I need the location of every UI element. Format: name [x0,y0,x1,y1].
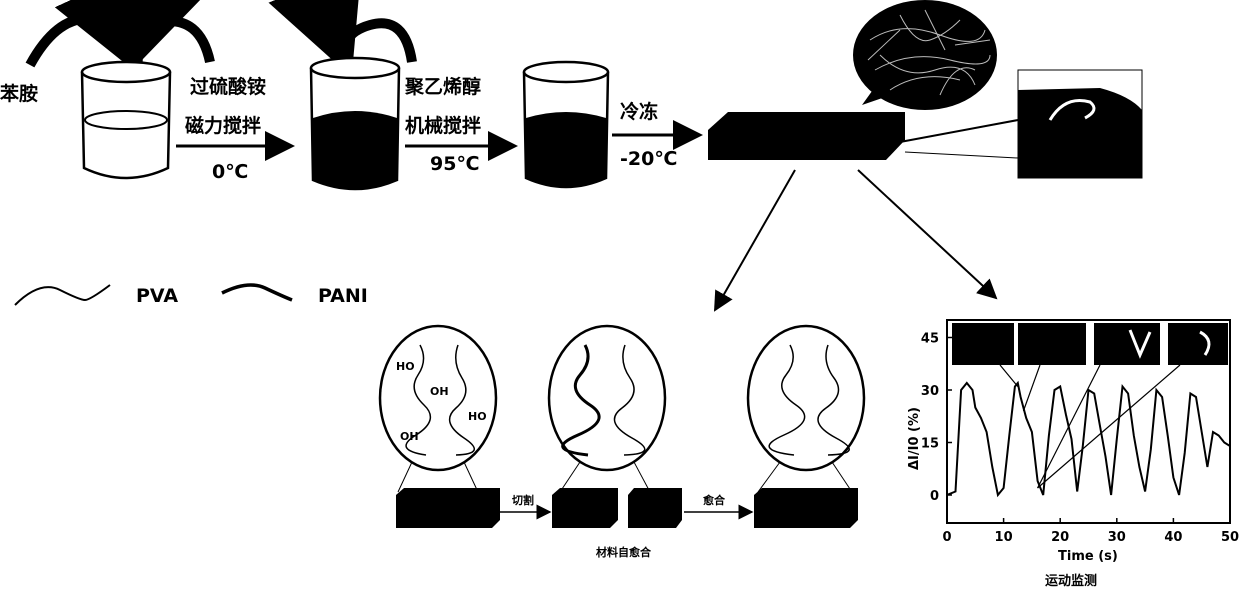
beaker-pani-dark [311,58,399,189]
hydrogel-block [708,112,905,160]
x-tick-label: 50 [1221,530,1239,545]
hydroxyl-label: HO [396,360,415,373]
block-cut-right [628,488,682,528]
hydroxyl-label: OH [430,385,449,398]
label-aniline: 苯胺 [0,82,38,105]
inset-photo-2 [1018,323,1086,365]
chart-x-axis-title: Time (s) [1058,549,1118,564]
y-tick-label: 45 [921,332,939,347]
block-cut-left [552,488,618,528]
y-tick-label: 0 [930,489,939,504]
motion-chart: 0 10 20 30 40 50 0 15 30 45 Time (s) ΔI/I0 (%) 运动… [907,320,1239,589]
arrow-to-motion-monitoring [858,170,996,298]
inset-photo-3 [1094,323,1160,365]
label-heal: 愈合 [703,493,726,507]
pani-legend-line [222,285,292,300]
label-polyvinyl-alcohol: 聚乙烯醇 [404,75,481,98]
photo-connector-line-2 [905,152,1018,158]
label-freezing: 冷冻 [620,100,658,123]
hydrogel-photo [1018,70,1142,178]
y-tick-label: 15 [921,437,939,452]
x-tick-label: 20 [1051,530,1069,545]
arrow-to-self-healing [715,170,795,310]
legend-pani-label: PANI [318,285,368,307]
chart-y-axis-title: ΔI/I0 (%) [907,407,922,470]
block-healed [754,488,858,528]
caption-self-healing: 材料自愈合 [596,545,652,559]
label-temp-95c: 95℃ [430,153,479,175]
inset-photo-1 [952,323,1014,365]
label-temp-minus20c: -20℃ [620,148,677,170]
inset-photo-4 [1168,323,1228,365]
label-temp-0c: 0℃ [212,161,248,183]
aniline-addition-arrow [30,18,131,68]
molecular-bubble-3 [748,326,864,470]
block-original [396,488,500,528]
hydroxyl-label: HO [468,410,487,423]
label-ammonium-persulfate: 过硫酸铵 [190,75,266,98]
sem-micrograph-bubble [853,0,997,110]
legend-pva-label: PVA [136,285,178,307]
label-magnetic-stirring: 磁力搅拌 [185,114,261,137]
x-tick-label: 40 [1164,530,1182,545]
beaker-aniline-clear [82,62,170,178]
molecular-bubble-2 [549,326,665,470]
oxidant-addition-arrow [132,21,210,68]
caption-motion-monitoring: 运动监测 [1045,573,1097,589]
x-tick-label: 10 [995,530,1013,545]
x-tick-label: 0 [942,530,951,545]
beaker-pani-pva-dark [524,62,608,187]
label-cut: 切割 [512,493,534,507]
molecular-bubble-1: HO OH HO OH [380,326,496,470]
y-tick-label: 30 [921,384,939,399]
pva-legend-line [15,285,110,305]
photo-connector-line [900,120,1018,142]
x-tick-label: 30 [1108,530,1126,545]
hydroxyl-label: OH [400,430,419,443]
label-mechanical-stirring: 机械搅拌 [405,114,481,137]
